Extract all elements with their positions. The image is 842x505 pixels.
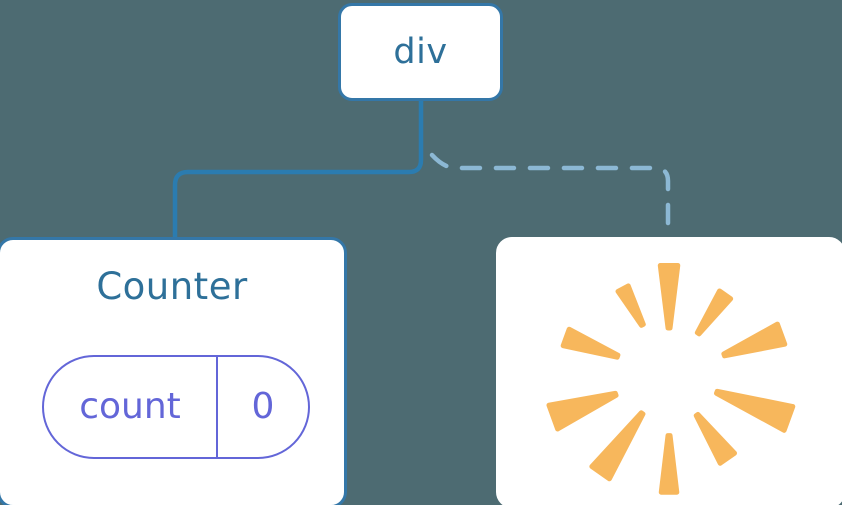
state-pill-value-label: 0 (251, 386, 275, 427)
sparkle-ray-group (546, 262, 796, 495)
sparkle-burst-icon (546, 262, 796, 495)
sparkle-ray-9 (560, 326, 621, 360)
node-counter-label: Counter (96, 265, 248, 308)
state-pill-key-label: count (79, 386, 181, 427)
sparkle-ray-2 (694, 288, 734, 337)
sparkle-ray-5 (693, 411, 738, 466)
state-pill-value: 0 (218, 357, 308, 457)
sparkle-ray-10 (615, 283, 646, 328)
state-pill-count[interactable]: count 0 (42, 355, 310, 459)
sparkle-ray-3 (721, 321, 788, 359)
sparkle-ray-8 (546, 390, 619, 432)
sparkle-ray-7 (589, 410, 646, 482)
node-div-label: div (393, 31, 448, 72)
sparkle-ray-4 (714, 388, 796, 433)
sparkle-ray-6 (658, 433, 680, 495)
node-counter[interactable]: Counter count 0 (0, 237, 347, 505)
state-pill-key: count (44, 357, 218, 457)
edge-div-to-sparkle (429, 152, 671, 240)
node-sparkle[interactable] (496, 237, 842, 505)
node-div[interactable]: div (338, 3, 503, 101)
sparkle-ray-1 (657, 262, 681, 331)
edge-div-to-counter (172, 98, 424, 240)
